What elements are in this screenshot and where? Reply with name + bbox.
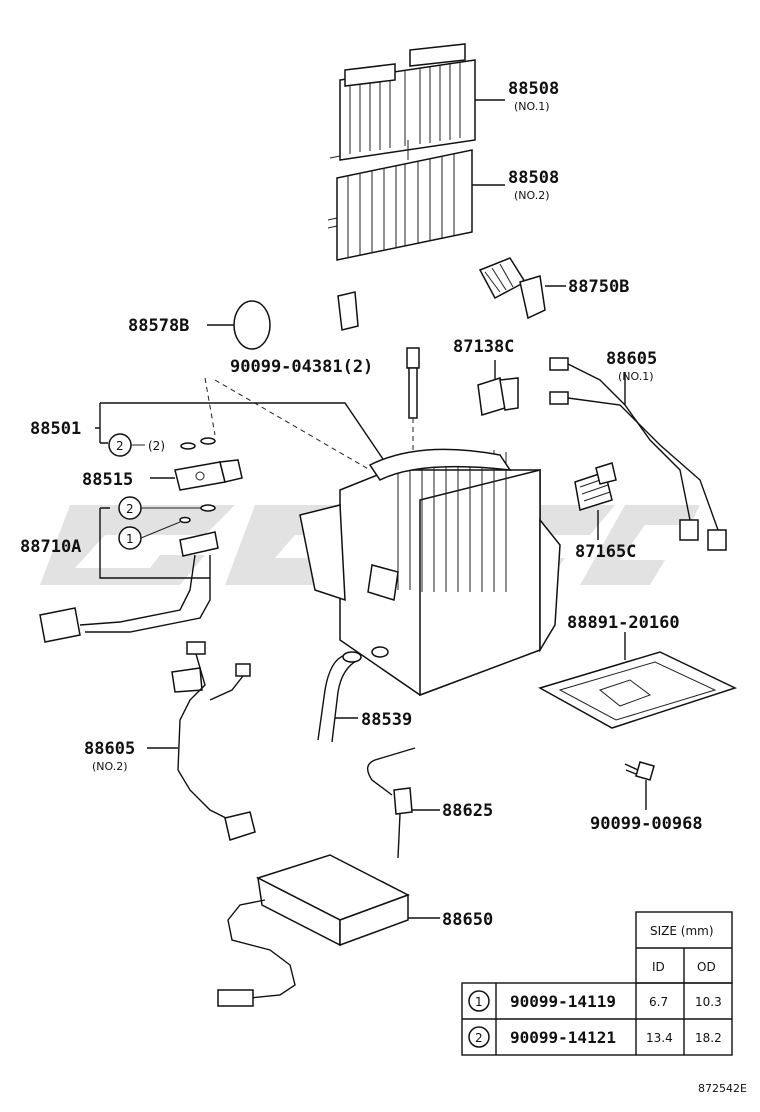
- label-seal: 88578B: [128, 316, 189, 336]
- size-table-row1-id: 6.7: [649, 995, 668, 1009]
- size-table: [461, 911, 733, 1056]
- size-table-header: SIZE (mm): [650, 924, 714, 938]
- bracket-tube: [99, 507, 210, 579]
- evaporator-unit-drawing: [299, 448, 561, 697]
- size-table-row1-part: 90099-14119: [510, 992, 616, 1011]
- label-bolt: 90099-04381(2): [230, 357, 373, 377]
- screw-drawing: [624, 761, 655, 781]
- ring-ref-1-text: 1: [126, 532, 134, 546]
- sensor-drawing: [367, 747, 416, 859]
- label-sensor: 88625: [442, 801, 493, 821]
- filter-no1-drawing: [329, 43, 476, 161]
- size-table-row2-id: 13.4: [646, 1031, 673, 1045]
- oring-lower-2: [200, 504, 216, 512]
- size-table-col-od: OD: [697, 960, 716, 974]
- ring-ref-2-lower-text: 2: [126, 502, 134, 516]
- label-hose: 88539: [361, 710, 412, 730]
- filter-no2-drawing: [327, 149, 473, 261]
- thermistor-drawing: [478, 257, 546, 320]
- footer-code: 872542E: [698, 1082, 747, 1095]
- bolt-drawing: [406, 347, 420, 419]
- dashed-guide-a: [204, 377, 216, 436]
- label-filter-no2-note: (NO.2): [514, 189, 550, 202]
- hose-drawing: [317, 646, 389, 743]
- oring-small-a: [180, 442, 196, 450]
- size-table-row2-ref-circle: [468, 1026, 490, 1048]
- label-wire-no2-note: (NO.2): [92, 760, 128, 773]
- label-filter-no1-note: (NO.1): [514, 100, 550, 113]
- label-thermistor: 88750B: [568, 277, 629, 297]
- valve-drawing: [174, 459, 243, 491]
- label-filter-no1: 88508: [508, 79, 559, 99]
- label-resistor: 87165C: [575, 542, 636, 562]
- label-amplifier: 88650: [442, 910, 493, 930]
- leader-ring-1: [140, 521, 181, 539]
- seal-drawing: [233, 300, 271, 350]
- label-valve: 88515: [82, 470, 133, 490]
- relay-drawing: [477, 377, 519, 416]
- label-wire-no1: 88605: [606, 349, 657, 369]
- size-table-row1-ref: 1: [475, 995, 483, 1009]
- size-table-row2-ref: 2: [475, 1031, 483, 1045]
- dashed-guide-b: [214, 379, 371, 471]
- clip-drawing: [337, 291, 359, 331]
- oring-small-b: [200, 437, 216, 445]
- pad-drawing: [538, 651, 738, 729]
- label-relay: 87138C: [453, 337, 514, 357]
- oring-lower-1: [179, 516, 191, 524]
- size-table-col-id: ID: [652, 960, 665, 974]
- label-tube: 88710A: [20, 537, 81, 557]
- amplifier-drawing: [217, 854, 410, 1007]
- label-screw: 90099-00968: [590, 814, 703, 834]
- label-evaporator: 88501: [30, 419, 81, 439]
- size-table-row1-ref-circle: [468, 990, 490, 1012]
- size-table-row2-part: 90099-14121: [510, 1028, 616, 1047]
- wire-no1-drawing: [549, 357, 727, 551]
- tube-drawing: [39, 531, 219, 643]
- label-wire-no1-note: (NO.1): [618, 370, 654, 383]
- size-table-row1-od: 10.3: [695, 995, 722, 1009]
- size-table-row2-od: 18.2: [695, 1031, 722, 1045]
- label-pad: 88891-20160: [567, 613, 680, 633]
- ring-ref-2-upper-text: 2: [116, 439, 124, 453]
- resistor-drawing: [574, 462, 617, 511]
- label-wire-no2: 88605: [84, 739, 135, 759]
- label-filter-no2: 88508: [508, 168, 559, 188]
- bracket-evaporator: [95, 402, 386, 463]
- label-oring-note: (2): [148, 439, 165, 453]
- wire-no2-drawing: [171, 641, 256, 841]
